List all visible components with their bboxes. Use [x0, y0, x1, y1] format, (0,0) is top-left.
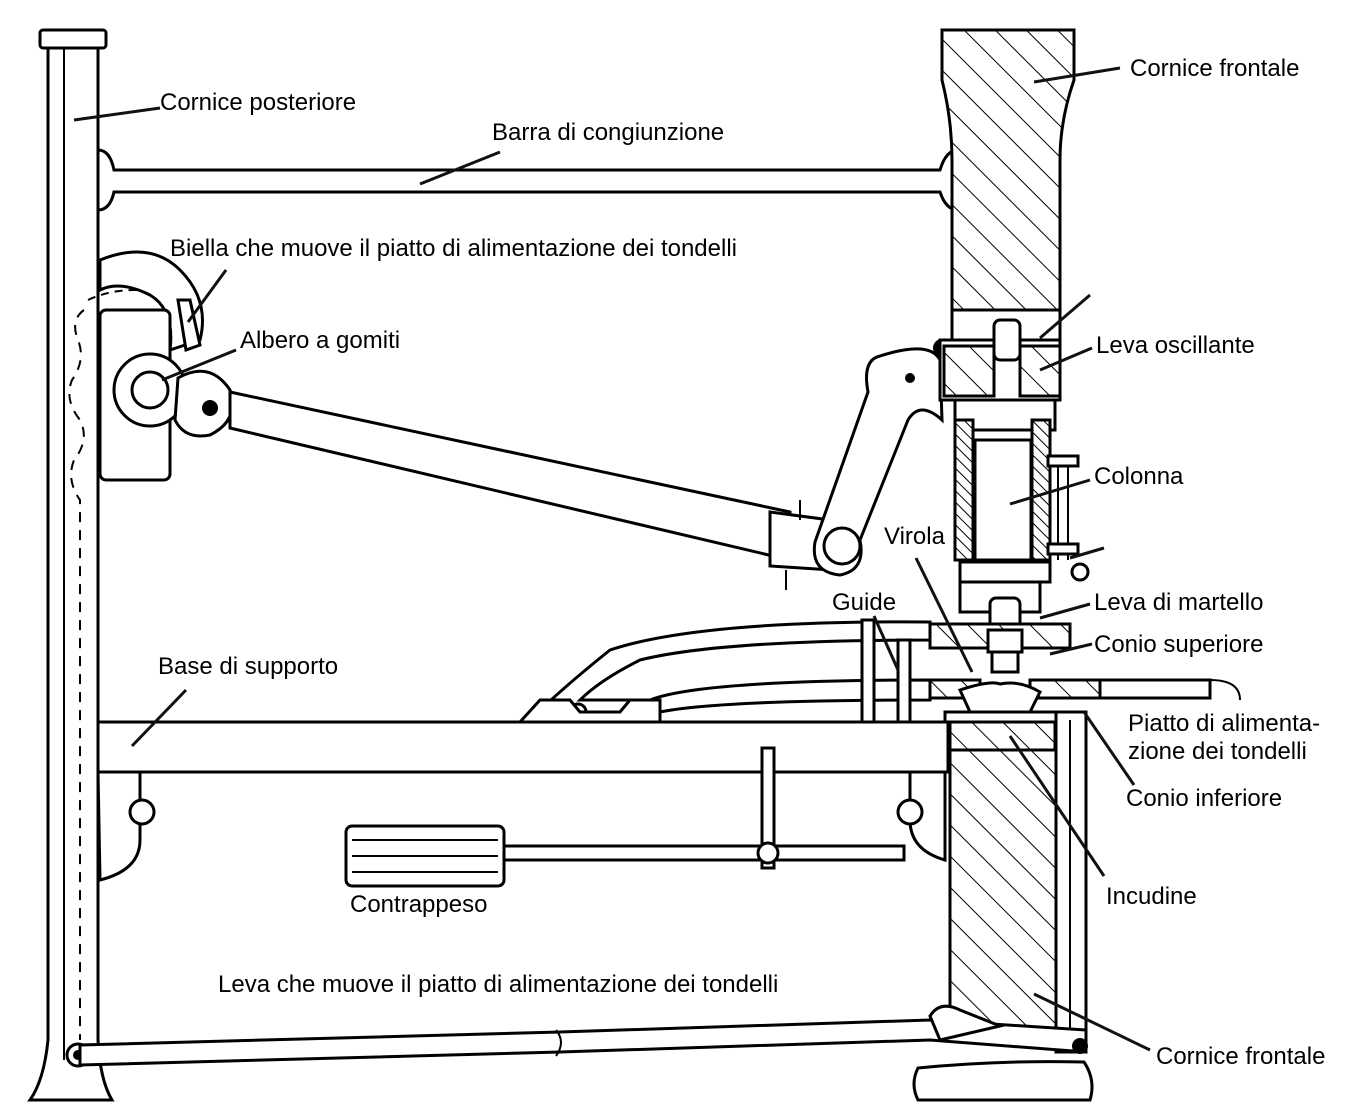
- support-base: [96, 698, 950, 882]
- label-incudine: Incudine: [1106, 883, 1197, 910]
- upper-die-assembly: [928, 596, 1072, 674]
- counterweight: [344, 746, 906, 888]
- guides: [526, 618, 932, 724]
- label-biella: Biella che muove il piatto di alimentazi…: [170, 235, 737, 262]
- connecting-rod: [228, 390, 834, 590]
- label-leva-martello: Leva di martello: [1094, 589, 1264, 616]
- label-cornice-frontale-bottom: Cornice frontale: [1156, 1043, 1326, 1070]
- label-contrappeso: Contrappeso: [350, 891, 488, 918]
- label-cornice-frontale-top: Cornice frontale: [1130, 55, 1300, 82]
- front-frame-bottom: [948, 710, 1088, 1054]
- label-barra-congiunzione: Barra di congiunzione: [492, 119, 725, 146]
- label-piatto-line2: zione dei tondelli: [1128, 738, 1307, 765]
- label-guide: Guide: [832, 589, 897, 616]
- label-base-supporto: Base di supporto: [158, 653, 339, 680]
- feed-lever: [78, 1004, 1094, 1102]
- leader-lines: [73, 66, 1151, 1052]
- label-colonna: Colonna: [1094, 463, 1184, 490]
- label-conio-superiore: Conio superiore: [1094, 631, 1264, 658]
- label-virola: Virola: [884, 523, 945, 550]
- label-leva-oscillante: Leva oscillante: [1096, 332, 1255, 359]
- label-piatto-line1: Piatto di alimenta-: [1128, 710, 1321, 737]
- connecting-bar: [96, 148, 960, 212]
- lower-die-anvil: [943, 710, 1064, 752]
- label-conio-inferiore: Conio inferiore: [1126, 785, 1283, 812]
- label-albero-gomiti: Albero a gomiti: [240, 327, 401, 354]
- feed-plate: [928, 678, 1241, 714]
- label-leva-piatto: Leva che muove il piatto di alimentazion…: [218, 971, 779, 998]
- label-cornice-posteriore: Cornice posteriore: [160, 89, 357, 116]
- crankshaft-assembly: [98, 250, 234, 482]
- front-frame-top: [940, 28, 1076, 312]
- column-assembly: [938, 308, 1090, 614]
